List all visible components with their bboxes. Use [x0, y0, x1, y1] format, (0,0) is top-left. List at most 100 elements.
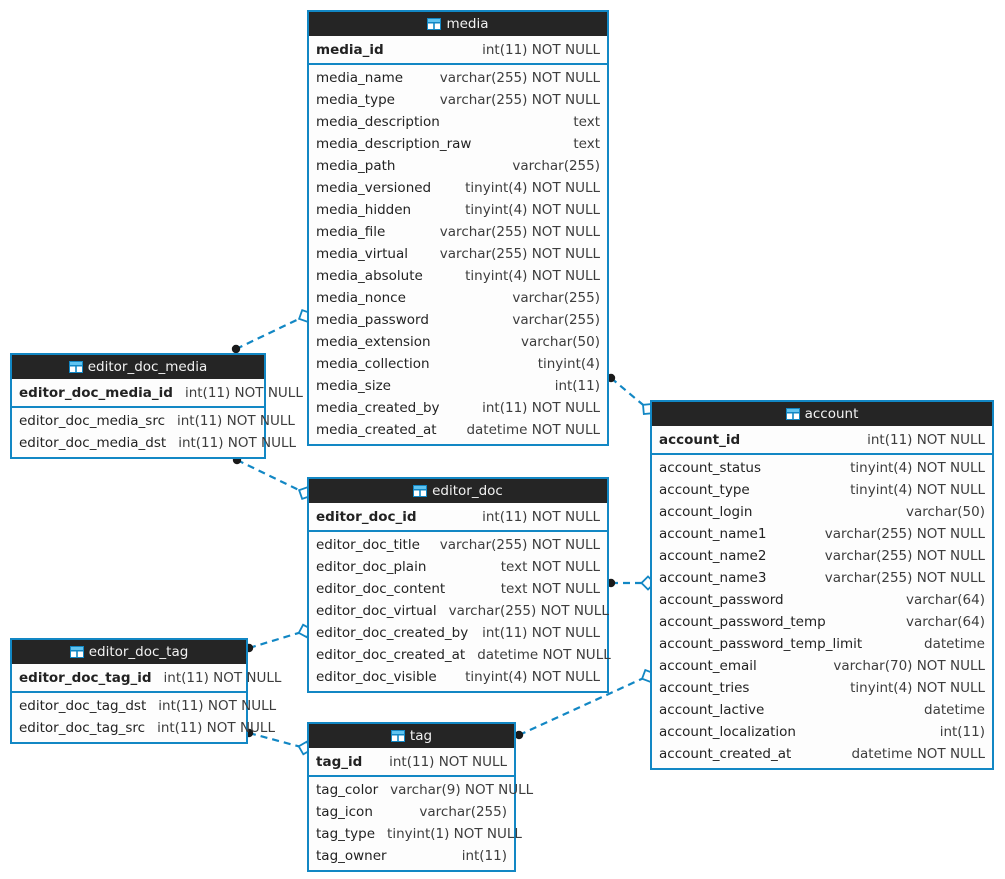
rel-editor_doc_tag-editor_doc[interactable] — [244, 623, 313, 653]
entity-header-editor_doc_tag[interactable]: editor_doc_tag — [12, 640, 246, 664]
table-icon — [427, 18, 442, 30]
field-name: editor_doc_created_at — [316, 647, 466, 663]
rel-editor_doc_media-editor_doc[interactable] — [232, 455, 312, 500]
rel-editor_doc_media-media[interactable] — [231, 308, 313, 354]
field-type: varchar(255) NOT NULL — [439, 537, 600, 553]
field-row[interactable]: media_collection tinyint(4) — [309, 353, 607, 375]
field-name: editor_doc_plain — [316, 559, 427, 575]
field-type: varchar(50) — [905, 504, 985, 520]
field-type: text NOT NULL — [500, 581, 600, 597]
entity-header-editor_doc_media[interactable]: editor_doc_media — [12, 355, 264, 379]
field-type: tinyint(4) — [537, 356, 600, 372]
field-name: media_type — [316, 92, 395, 108]
relationship-line — [248, 631, 300, 650]
field-type: text — [573, 136, 600, 152]
entity-title: editor_doc_tag — [88, 644, 189, 660]
entity-header-account[interactable]: account — [652, 402, 992, 426]
field-type: varchar(50) — [520, 334, 600, 350]
rel-media-account[interactable] — [606, 373, 654, 415]
table-icon — [390, 730, 405, 742]
field-name: editor_doc_media_src — [19, 413, 165, 429]
field-name: account_localization — [659, 724, 796, 740]
field-type: text — [573, 114, 600, 130]
field-name: tag_id — [316, 754, 363, 770]
entity-header-media[interactable]: media — [309, 12, 607, 36]
field-name: account_id — [659, 432, 741, 448]
field-name: media_collection — [316, 356, 430, 372]
entity-header-editor_doc[interactable]: editor_doc — [309, 479, 607, 503]
field-type: varchar(64) — [905, 592, 985, 608]
entity-header-tag[interactable]: tag — [309, 724, 514, 748]
field-name: media_created_by — [316, 400, 440, 416]
rel-editor_doc-account[interactable] — [606, 575, 656, 591]
field-name: editor_doc_tag_id — [19, 670, 152, 686]
field-type: int(11) NOT NULL — [482, 509, 600, 525]
field-type: varchar(255) — [512, 158, 600, 174]
field-type: varchar(255) NOT NULL — [439, 246, 600, 262]
field-name: media_password — [316, 312, 429, 328]
field-type: int(11) NOT NULL — [178, 435, 297, 451]
